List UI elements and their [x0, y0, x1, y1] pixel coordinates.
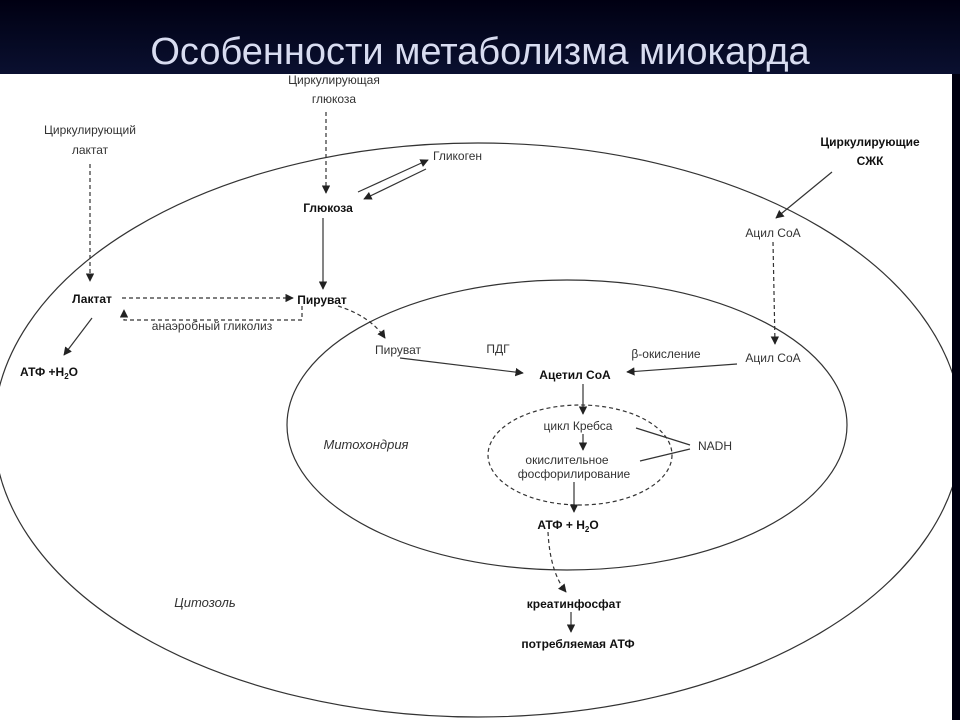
label-glucose: Глюкоза — [303, 201, 353, 215]
label-pyruvate-cytosol: Пируват — [297, 293, 347, 307]
label-acyl-coa-inner: Ацил СоА — [745, 351, 800, 365]
arrow-acyl-coa-transport — [770, 241, 780, 345]
label-acyl-coa-outer: Ацил СоА — [745, 226, 800, 240]
arrow-glycogen-synthesis — [357, 159, 429, 193]
label-krebs-cycle: цикл Кребса — [544, 419, 613, 433]
label-circulating-lactate-2: лактат — [72, 143, 109, 157]
arrow-pyruvate-into-mitochondria — [337, 305, 386, 339]
arrow-ffa-to-acyl-coa — [775, 171, 833, 219]
arrow-pyruvate-to-acetyl-coa — [399, 357, 524, 377]
label-oxidative-2: фосфорилирование — [518, 467, 631, 481]
label-creatine-phosphate: креатинфосфат — [527, 597, 622, 611]
label-pdh: ПДГ — [486, 342, 510, 356]
slide-title: Особенности метаболизма миокарда — [150, 31, 810, 73]
krebs-region-outline — [487, 404, 673, 506]
metabolism-diagram: Циркулирующая глюкоза Циркулирующий лакт… — [0, 74, 952, 718]
label-acetyl-coa: Ацетил СоА — [539, 368, 611, 382]
arrow-anaerobic-glycolysis — [119, 306, 303, 321]
mitochondria-outline — [286, 279, 848, 571]
label-lactate: Лактат — [72, 292, 112, 306]
arrow-lactate-to-atp — [63, 317, 93, 356]
label-atp-h2o-mito: АТФ + Н2О — [537, 518, 598, 534]
title-bar — [0, 0, 960, 74]
label-circulating-glucose-2: глюкоза — [312, 92, 357, 106]
arrow-beta-oxidation — [626, 363, 738, 376]
arrow-atp-to-creatine-phosphate — [547, 531, 567, 593]
line-krebs-nadh — [635, 427, 691, 446]
arrow-glycogenolysis — [363, 168, 427, 200]
label-nadh: NADH — [698, 439, 732, 453]
label-circulating-lactate-1: Циркулирующий — [44, 123, 136, 137]
diagram-panel: Циркулирующая глюкоза Циркулирующий лакт… — [0, 74, 952, 720]
label-glycogen: Гликоген — [433, 149, 482, 163]
label-mitochondria: Митохондрия — [323, 437, 408, 452]
line-nadh-oxidative — [639, 448, 691, 462]
label-atp-h2o-cytosol: АТФ +Н2О — [20, 365, 78, 381]
label-pyruvate-mito: Пируват — [375, 343, 422, 357]
cell-outline — [0, 142, 952, 718]
label-cytosol: Цитозоль — [174, 595, 236, 610]
label-oxidative-1: окислительное — [525, 453, 609, 467]
label-circulating-ffa-1: Циркулирующие — [820, 135, 920, 149]
label-circulating-glucose-1: Циркулирующая — [288, 74, 380, 87]
label-beta-oxidation: β-окисление — [631, 347, 701, 361]
label-circulating-ffa-2: СЖК — [857, 154, 885, 168]
label-consumed-atp: потребляемая АТФ — [521, 637, 634, 651]
label-anaerobic-glycolysis: анаэробный гликолиз — [152, 319, 273, 333]
